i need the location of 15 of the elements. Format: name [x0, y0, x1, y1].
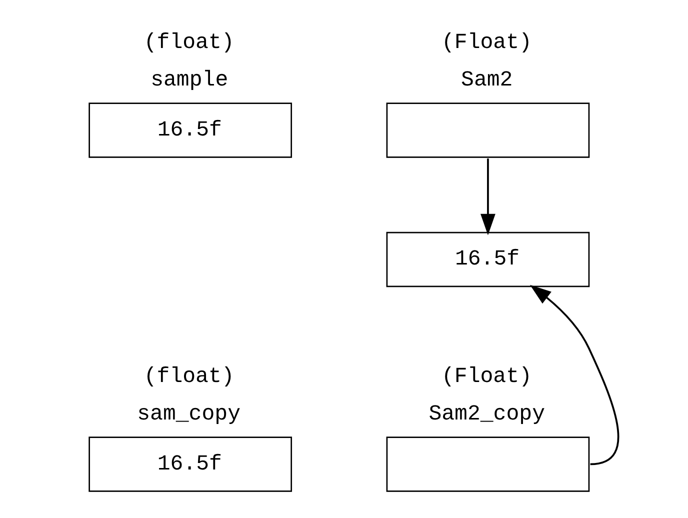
node-label: (Float)	[441, 30, 532, 54]
node-box: 16.5f	[386, 231, 590, 287]
node-label: sam_copy	[136, 402, 240, 426]
node-box: 16.5f	[88, 102, 292, 158]
node-label: sample	[150, 68, 228, 92]
node-box	[386, 436, 590, 492]
arrow	[529, 284, 619, 465]
node-label: Sam2_copy	[428, 402, 545, 426]
node-label: Sam2	[460, 68, 512, 92]
node-label: (float)	[143, 364, 234, 388]
node-label: (Float)	[441, 364, 532, 388]
node-box: 16.5f	[88, 436, 292, 492]
node-label: (float)	[143, 30, 234, 54]
arrow	[480, 158, 495, 235]
node-box	[386, 102, 590, 158]
